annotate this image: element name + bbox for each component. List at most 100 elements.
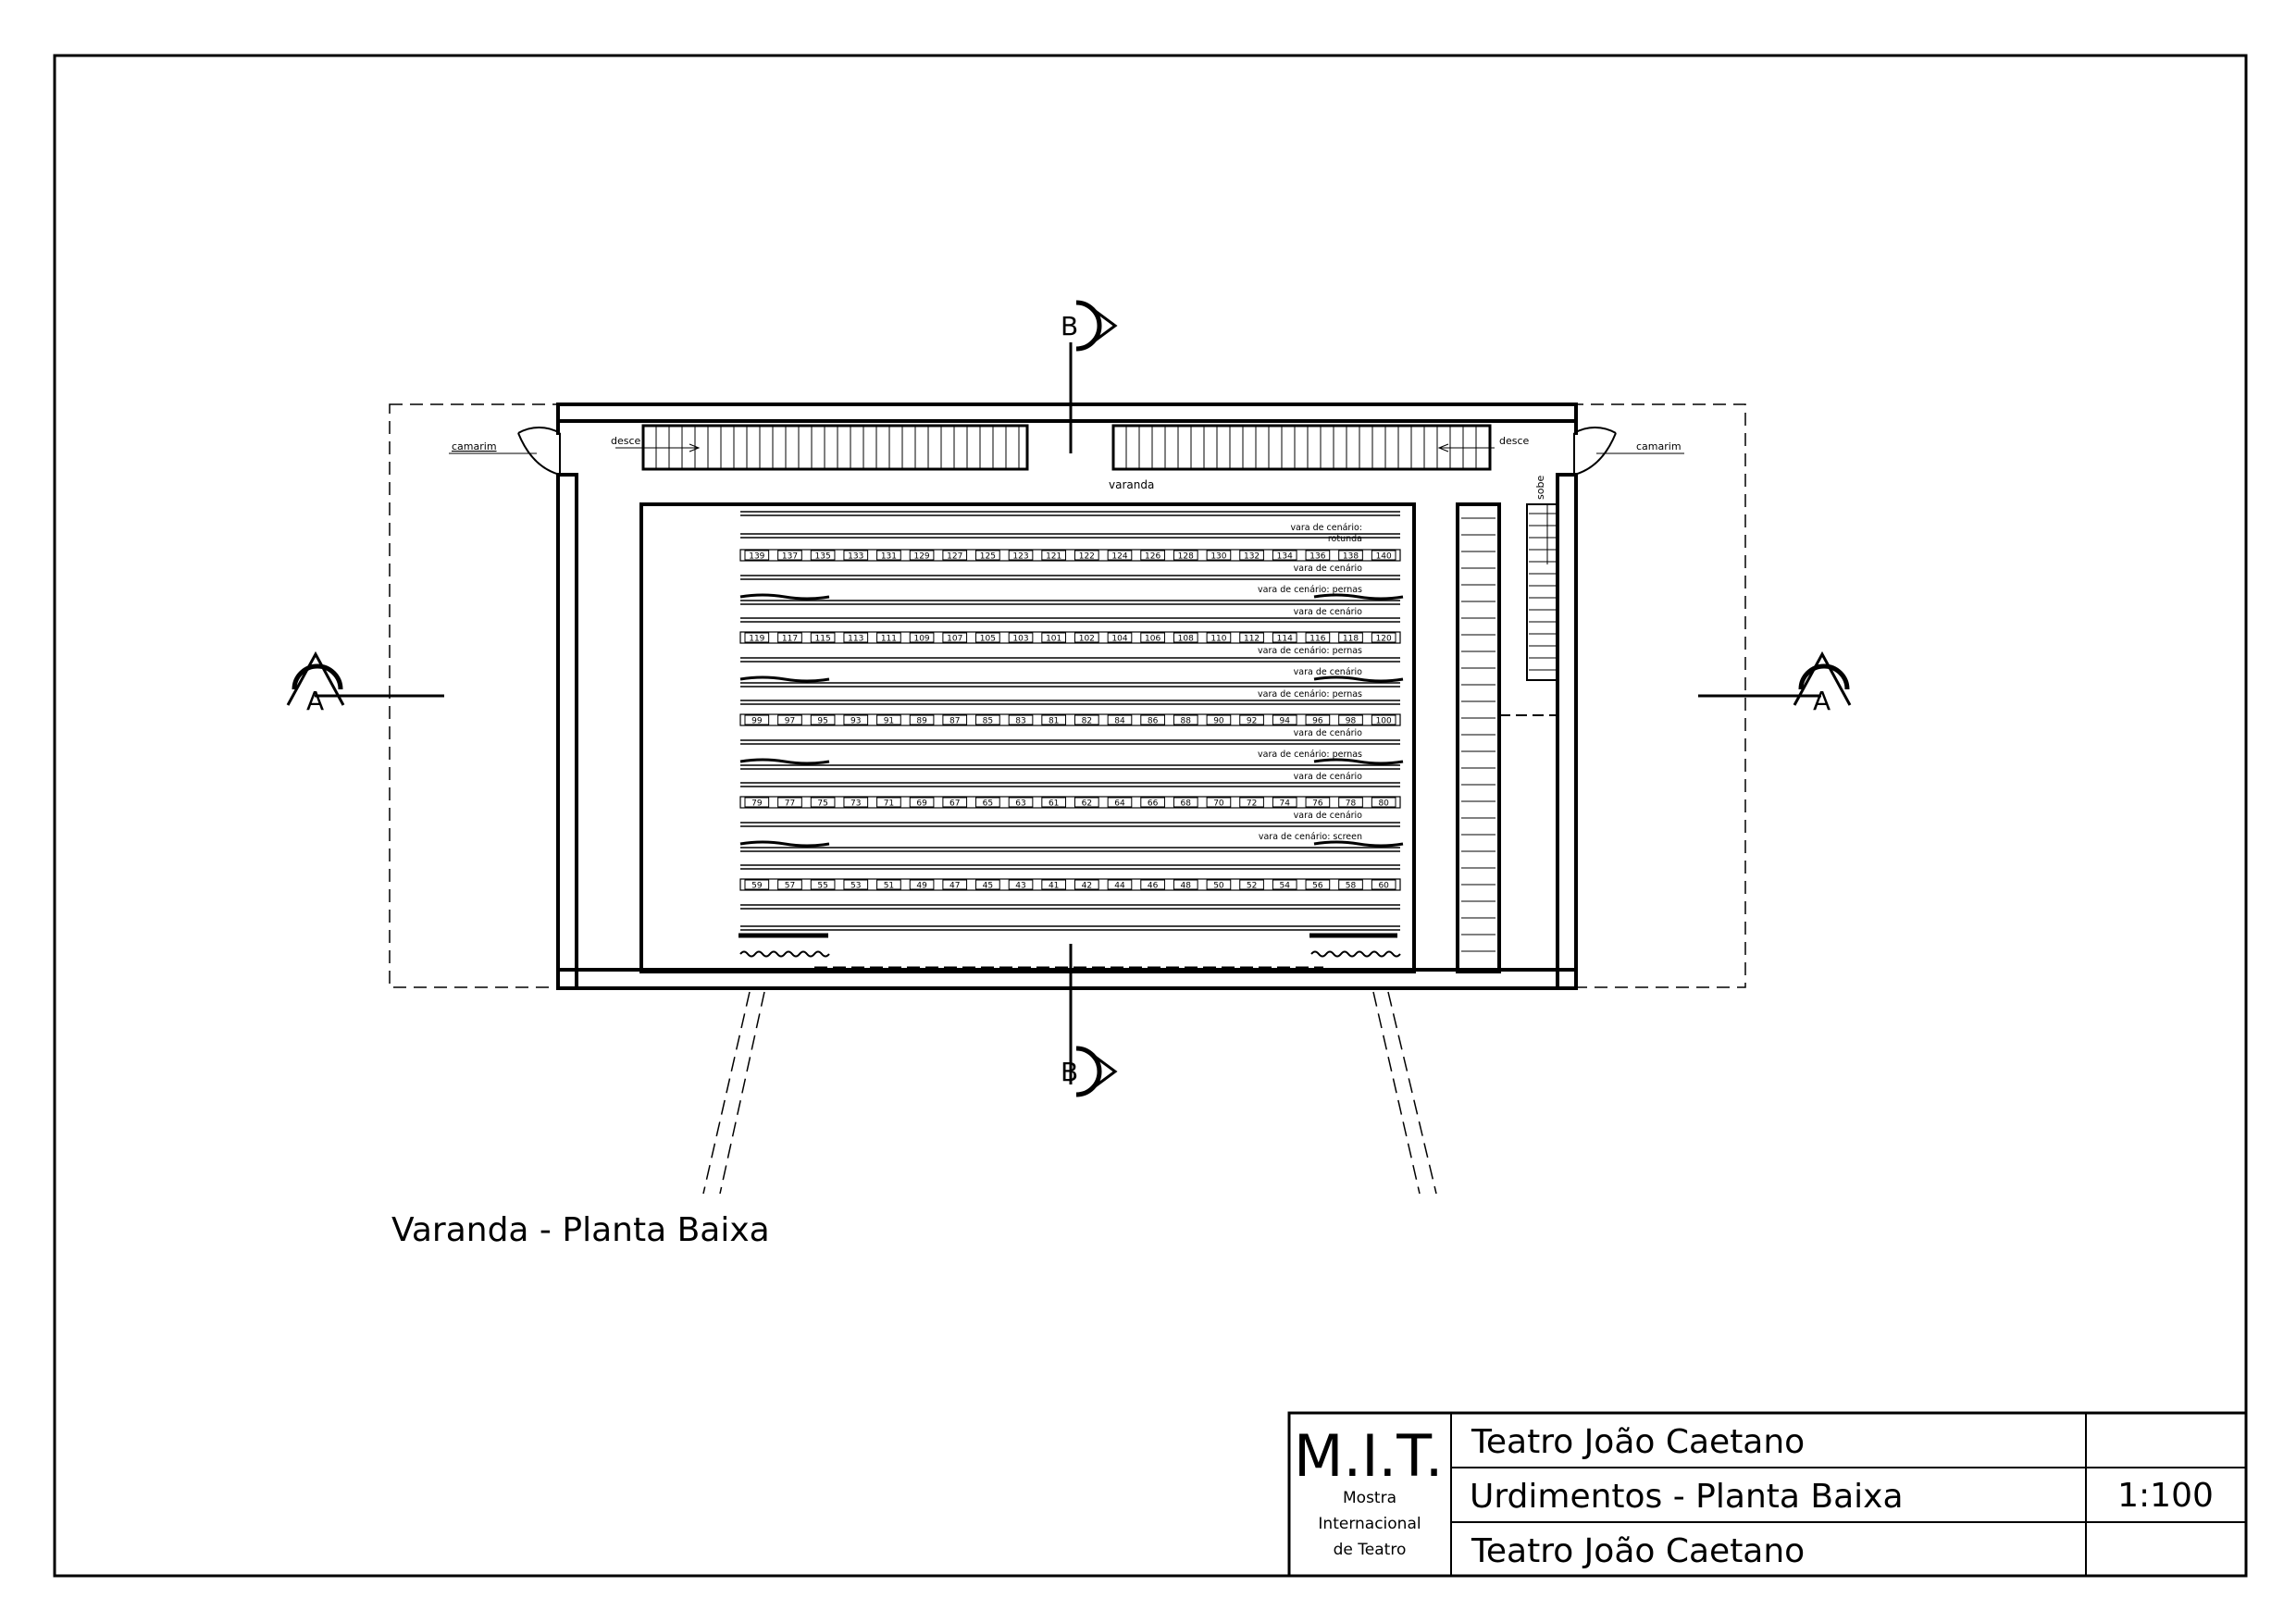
bar-label: vara de cenário: [1294, 607, 1363, 617]
fly-line-box: [1173, 632, 1198, 643]
varanda-label: varanda: [1109, 478, 1154, 491]
fly-line-box: [1041, 550, 1067, 561]
fly-line-box: [1338, 550, 1363, 561]
fly-line-box: [909, 550, 935, 561]
fly-line-number: 97: [785, 717, 795, 726]
fly-line-number: 106: [1145, 635, 1160, 644]
fly-line-number: 57: [785, 882, 795, 891]
pernas-drape: [739, 675, 830, 683]
fly-line-number: 44: [1114, 882, 1125, 891]
section-marker-b-bottom: B: [1061, 1046, 1118, 1097]
sobe-label: sobe: [1534, 476, 1546, 500]
bar-label: vara de cenário: [1294, 667, 1363, 677]
fly-line-number: 67: [949, 799, 960, 809]
fly-line-box: [843, 550, 869, 561]
fly-line-box: [744, 714, 770, 725]
bar-label: rotunda: [1328, 534, 1362, 544]
fly-line-number: 58: [1346, 882, 1357, 891]
title-block: [1287, 1411, 2246, 1576]
fly-line-number: 43: [1015, 882, 1025, 891]
fly-line-box: [909, 797, 935, 808]
fly-line-box: [1140, 714, 1165, 725]
camarim-right-label: camarim: [1636, 440, 1682, 452]
house-sightlines: [702, 991, 1437, 1195]
section-a-left-label: A: [306, 686, 324, 716]
fly-line-box: [1140, 797, 1165, 808]
fly-line-box: [744, 550, 770, 561]
fly-line-number: 114: [1277, 635, 1293, 644]
fly-line-number: 83: [1015, 717, 1025, 726]
stair-strip-left: [641, 424, 1029, 471]
fly-line-number: 85: [983, 717, 993, 726]
bar-label: vara de cenário:: [1290, 523, 1362, 533]
fly-line-box: [744, 632, 770, 643]
pernas-drape: [739, 593, 830, 601]
bar-label: vara de cenário: pernas: [1258, 689, 1362, 700]
fly-line-box: [777, 714, 802, 725]
fly-line-number: 66: [1148, 799, 1159, 809]
fly-line-number: 47: [949, 882, 960, 891]
fly-line-number: 65: [983, 799, 993, 809]
fly-line-number: 49: [916, 882, 927, 891]
fly-line-number: 107: [947, 635, 962, 644]
fly-line-box: [1041, 714, 1067, 725]
fly-line-number: 123: [1012, 552, 1028, 562]
title-block-logo-sub-2: Internacional: [1318, 1515, 1421, 1533]
fly-line-number: 139: [749, 552, 764, 562]
fly-line-box: [810, 797, 836, 808]
section-marker-a-right: A: [1793, 650, 1852, 716]
bar-label: vara de cenário: pernas: [1258, 750, 1362, 760]
fly-line-number: 72: [1247, 799, 1257, 809]
fly-line-number: 50: [1213, 882, 1224, 891]
title-block-logo-sub-3: de Teatro: [1334, 1541, 1407, 1559]
fly-line-number: 95: [817, 717, 827, 726]
fly-line-box: [744, 797, 770, 808]
fly-line-number: 61: [1049, 799, 1059, 809]
fly-line-box: [1074, 797, 1099, 808]
fly-line-number: 127: [947, 552, 962, 562]
fly-line-row: [739, 631, 1401, 644]
fly-line-number: 69: [916, 799, 927, 809]
fly-line-number: 87: [949, 717, 960, 726]
pernas-drape: [739, 758, 830, 765]
fly-line-number: 81: [1049, 717, 1059, 726]
fly-line-number: 128: [1178, 552, 1194, 562]
fly-line-box: [1206, 797, 1232, 808]
fly-line-box: [1107, 632, 1133, 643]
fly-line-number: 115: [815, 635, 831, 644]
fly-line-box: [1338, 714, 1363, 725]
title-block-logo-sub-1: Mostra: [1343, 1489, 1396, 1507]
fly-line-number: 64: [1114, 799, 1125, 809]
fly-line-box: [1041, 632, 1067, 643]
fly-line-number: 136: [1309, 552, 1325, 562]
fly-line-box: [1371, 550, 1396, 561]
fly-line-number: 79: [751, 799, 763, 809]
fly-line-number: 124: [1111, 552, 1127, 562]
side-stair-treads: [1529, 513, 1556, 671]
bar-label: vara de cenário: [1294, 728, 1363, 738]
fly-line-box: [810, 550, 836, 561]
fly-line-box: [1206, 714, 1232, 725]
fly-line-box: [1107, 550, 1133, 561]
fly-line-box: [1272, 550, 1297, 561]
fly-line-number: 54: [1279, 882, 1290, 891]
fly-line-box: [1272, 714, 1297, 725]
fly-line-number: 90: [1213, 717, 1224, 726]
fly-line-box: [909, 879, 935, 890]
fly-line-number: 70: [1213, 799, 1224, 809]
fly-line-number: 108: [1178, 635, 1194, 644]
fly-line-number: 82: [1082, 717, 1092, 726]
title-block-logo: M.I.T.: [1294, 1422, 1443, 1490]
fly-line-number: 120: [1376, 635, 1392, 644]
fly-line-number: 138: [1343, 552, 1359, 562]
camarim-door-right: [1573, 427, 1617, 476]
fly-line-box: [942, 879, 968, 890]
fly-line-row: [739, 878, 1401, 891]
fly-line-box: [909, 632, 935, 643]
fly-line-box: [1272, 879, 1297, 890]
fly-line-box: [1338, 632, 1363, 643]
fly-line-row: [739, 549, 1401, 562]
fly-line-number: 75: [817, 799, 827, 809]
fly-line-number: 76: [1312, 799, 1323, 809]
